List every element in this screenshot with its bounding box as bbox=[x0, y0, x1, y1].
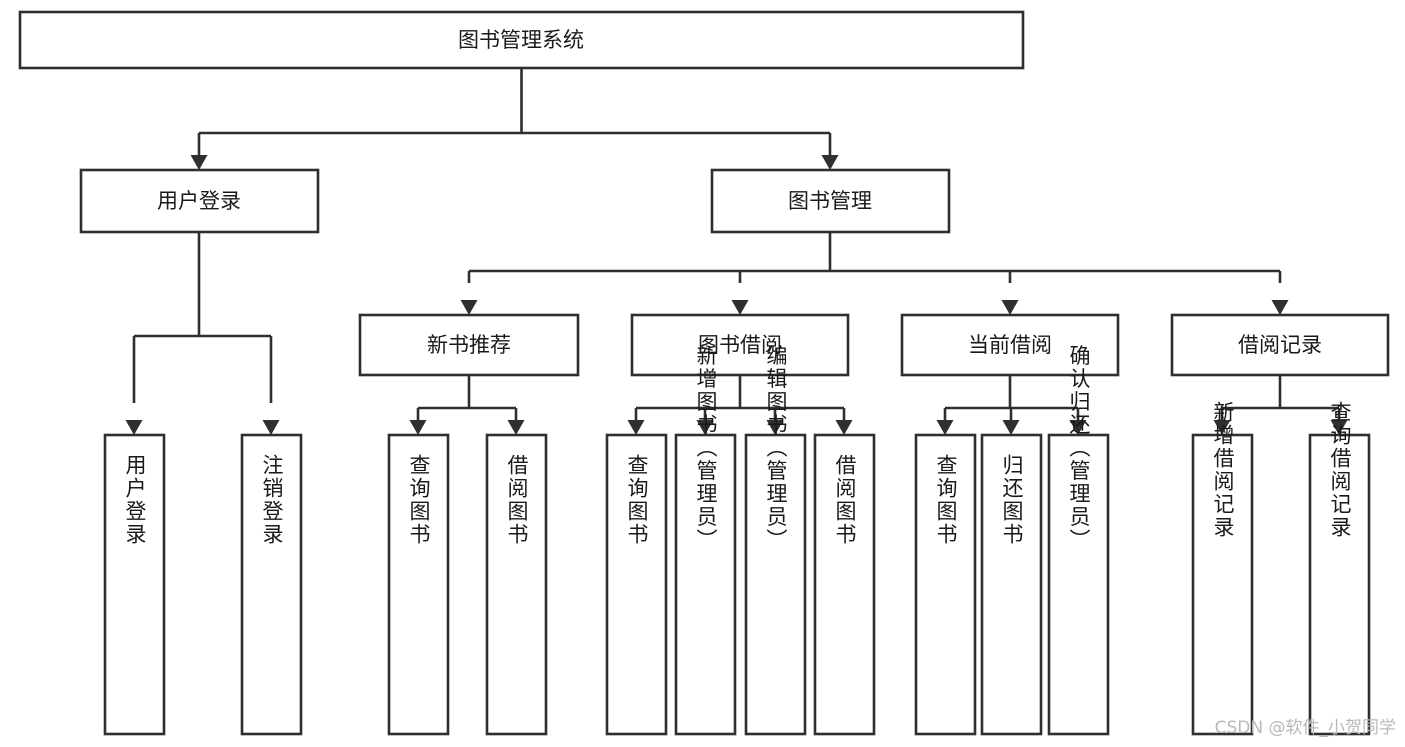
leaf-query-book-2[interactable]: 查询图书 bbox=[605, 433, 668, 736]
leaf-user-login[interactable]: 用户登录 bbox=[103, 433, 166, 736]
connector-layer bbox=[125, 68, 1348, 435]
node-root-system[interactable]: 图书管理系统 bbox=[18, 10, 1025, 70]
leaf-query-book-3-box[interactable] bbox=[914, 433, 977, 736]
leaf-borrow-book-1[interactable]: 借阅图书 bbox=[485, 433, 548, 736]
leaf-edit-book-label: 编辑图书（管理员） bbox=[764, 345, 788, 552]
leaf-add-record[interactable]: 新增借阅记录 bbox=[1191, 401, 1254, 736]
node-user-login-box[interactable] bbox=[79, 168, 320, 234]
arrowhead-leaf-logout-login bbox=[262, 420, 280, 435]
node-borrow-record[interactable]: 借阅记录 bbox=[1170, 313, 1390, 377]
arrowhead-to-user-login bbox=[190, 155, 208, 170]
arrowhead-leaf-query-book-2 bbox=[627, 420, 645, 435]
node-new-book-recommend[interactable]: 新书推荐 bbox=[358, 313, 580, 377]
arrowhead-leaf-query-book-3 bbox=[936, 420, 954, 435]
leaf-return-book-label: 归还图书 bbox=[1000, 454, 1024, 546]
arrowhead-leaf-return-book bbox=[1002, 420, 1020, 435]
node-current-borrow-label: 当前借阅 bbox=[968, 333, 1052, 357]
leaf-query-record[interactable]: 查询借阅记录 bbox=[1308, 401, 1371, 736]
node-book-borrow[interactable]: 图书借阅 bbox=[630, 313, 850, 377]
leaf-query-book-1[interactable]: 查询图书 bbox=[387, 433, 450, 736]
leaf-borrow-book-2-label: 借阅图书 bbox=[833, 454, 857, 546]
leaf-confirm-return-label: 确认归还（管理员） bbox=[1067, 345, 1091, 552]
arrowhead-current-borrow bbox=[1001, 300, 1019, 315]
arrowhead-new-book-recommend bbox=[460, 300, 478, 315]
node-user-login-label: 用户登录 bbox=[157, 189, 241, 213]
leaf-query-record-label: 查询借阅记录 bbox=[1328, 401, 1352, 539]
node-root-system-label: 图书管理系统 bbox=[458, 28, 584, 52]
leaf-add-record-label: 新增借阅记录 bbox=[1211, 401, 1235, 539]
node-book-management-label: 图书管理 bbox=[788, 189, 872, 213]
node-book-borrow-label: 图书借阅 bbox=[698, 333, 782, 357]
node-current-borrow-box[interactable] bbox=[900, 313, 1120, 377]
leaf-query-book-1-label: 查询图书 bbox=[407, 454, 431, 546]
node-current-borrow[interactable]: 当前借阅 bbox=[900, 313, 1120, 377]
arrowhead-leaf-query-book-1 bbox=[409, 420, 427, 435]
arrowhead-leaf-borrow-book-1 bbox=[507, 420, 525, 435]
leaf-borrow-book-1-label: 借阅图书 bbox=[505, 454, 529, 546]
leaf-add-book-label: 新增图书（管理员） bbox=[694, 345, 718, 552]
arrowhead-leaf-user-login bbox=[125, 420, 143, 435]
node-new-book-recommend-box[interactable] bbox=[358, 313, 580, 377]
leaf-confirm-return[interactable]: 确认归还（管理员） bbox=[1047, 345, 1110, 736]
leaf-query-book-1-box[interactable] bbox=[387, 433, 450, 736]
arrowhead-borrow-record bbox=[1271, 300, 1289, 315]
leaf-query-book-2-label: 查询图书 bbox=[625, 454, 649, 546]
leaf-query-book-3-label: 查询图书 bbox=[934, 454, 958, 546]
node-borrow-record-box[interactable] bbox=[1170, 313, 1390, 377]
leaf-user-login-label: 用户登录 bbox=[123, 454, 147, 546]
leaf-confirm-return-box[interactable] bbox=[1047, 433, 1110, 736]
arrowhead-to-book-management bbox=[821, 155, 839, 170]
node-book-management-box[interactable] bbox=[710, 168, 951, 234]
leaf-logout-login[interactable]: 注销登录 bbox=[240, 433, 303, 736]
leaf-edit-book-box[interactable] bbox=[744, 433, 807, 736]
leaf-query-book-3[interactable]: 查询图书 bbox=[914, 433, 977, 736]
leaf-return-book[interactable]: 归还图书 bbox=[980, 433, 1043, 736]
arrowhead-book-borrow bbox=[731, 300, 749, 315]
leaf-borrow-book-2-box[interactable] bbox=[813, 433, 876, 736]
leaf-add-book[interactable]: 新增图书（管理员） bbox=[674, 345, 737, 736]
csdn-watermark: CSDN @软件_小贺同学 bbox=[1215, 718, 1396, 738]
node-book-borrow-box[interactable] bbox=[630, 313, 850, 377]
node-borrow-record-label: 借阅记录 bbox=[1238, 333, 1322, 357]
leaf-add-record-box[interactable] bbox=[1191, 433, 1254, 736]
leaf-query-record-box[interactable] bbox=[1308, 433, 1371, 736]
leaf-edit-book[interactable]: 编辑图书（管理员） bbox=[744, 345, 807, 736]
leaf-add-book-box[interactable] bbox=[674, 433, 737, 736]
leaf-logout-login-box[interactable] bbox=[240, 433, 303, 736]
node-new-book-recommend-label: 新书推荐 bbox=[427, 333, 511, 357]
node-user-login[interactable]: 用户登录 bbox=[79, 168, 320, 234]
leaf-user-login-box[interactable] bbox=[103, 433, 166, 736]
leaf-logout-login-label: 注销登录 bbox=[260, 454, 284, 546]
leaf-query-book-2-box[interactable] bbox=[605, 433, 668, 736]
leaf-borrow-book-1-box[interactable] bbox=[485, 433, 548, 736]
leaf-return-book-box[interactable] bbox=[980, 433, 1043, 736]
leaf-borrow-book-2[interactable]: 借阅图书 bbox=[813, 433, 876, 736]
arrowhead-leaf-borrow-book-2 bbox=[835, 420, 853, 435]
node-root-system-box[interactable] bbox=[18, 10, 1025, 70]
node-book-management[interactable]: 图书管理 bbox=[710, 168, 951, 234]
